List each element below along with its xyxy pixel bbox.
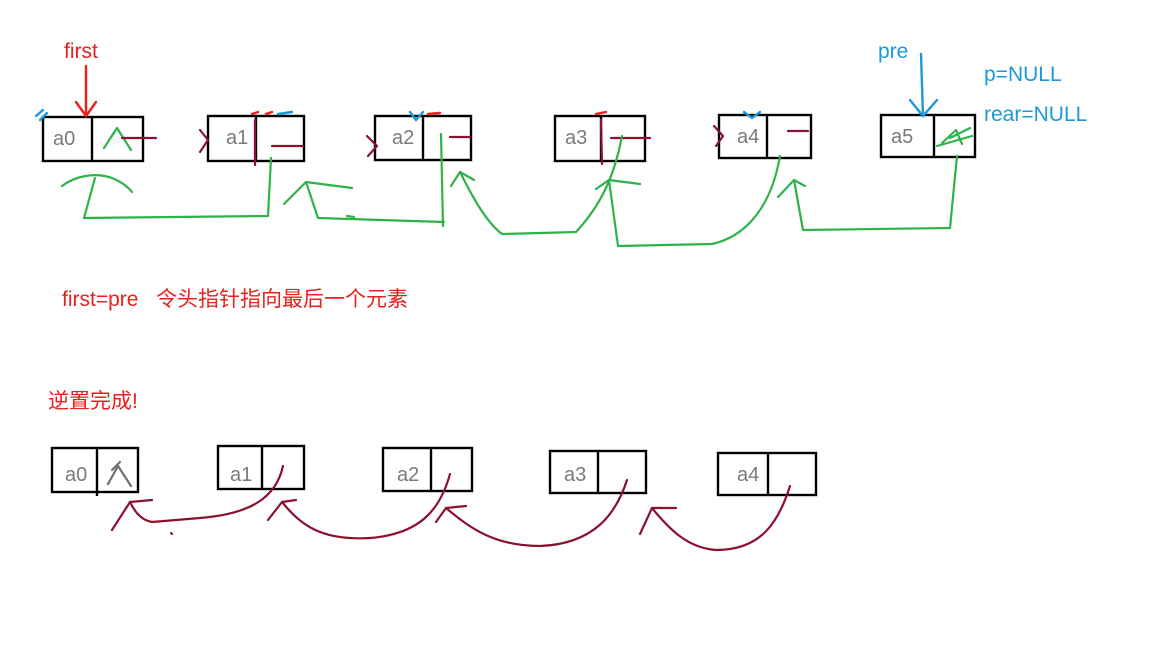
pre-label: pre: [878, 40, 908, 63]
pre-pointer: pre: [878, 40, 939, 118]
top-node-a2: a2: [373, 114, 473, 162]
bottom-node-a3: a3: [548, 449, 648, 495]
reversal-note: first=pre 令头指针指向最后一个元素: [62, 288, 408, 311]
bottom-node-a2-label: a2: [397, 464, 419, 486]
p-null-label: p=NULL: [984, 63, 1062, 86]
rear-null-label: rear=NULL: [984, 103, 1087, 126]
top-node-a0-label: a0: [53, 128, 75, 150]
new-link-curves: [110, 464, 792, 552]
first-pointer: first: [64, 40, 98, 119]
bottom-node-a4-label: a4: [737, 464, 759, 486]
top-node-a4: a4: [717, 113, 813, 160]
bottom-node-a4: a4: [716, 451, 818, 497]
bottom-node-a0: a0: [50, 446, 140, 496]
top-node-a5: a5: [879, 113, 977, 159]
top-node-a3-label: a3: [565, 127, 587, 149]
bottom-node-a3-label: a3: [564, 464, 586, 486]
top-node-a2-label: a2: [392, 127, 414, 149]
bottom-node-a2: a2: [381, 446, 474, 493]
top-node-a4-label: a4: [737, 126, 759, 148]
bottom-node-a1-label: a1: [230, 464, 252, 486]
top-node-a1-label: a1: [226, 127, 248, 149]
top-node-markers: [34, 108, 974, 167]
bottom-node-a0-label: a0: [65, 464, 87, 486]
top-node-a5-label: a5: [891, 126, 913, 148]
done-label: 逆置完成!: [48, 390, 138, 413]
first-label: first: [64, 40, 98, 63]
old-link-curves: [60, 132, 959, 248]
bottom-node-a1: a1: [216, 444, 306, 491]
